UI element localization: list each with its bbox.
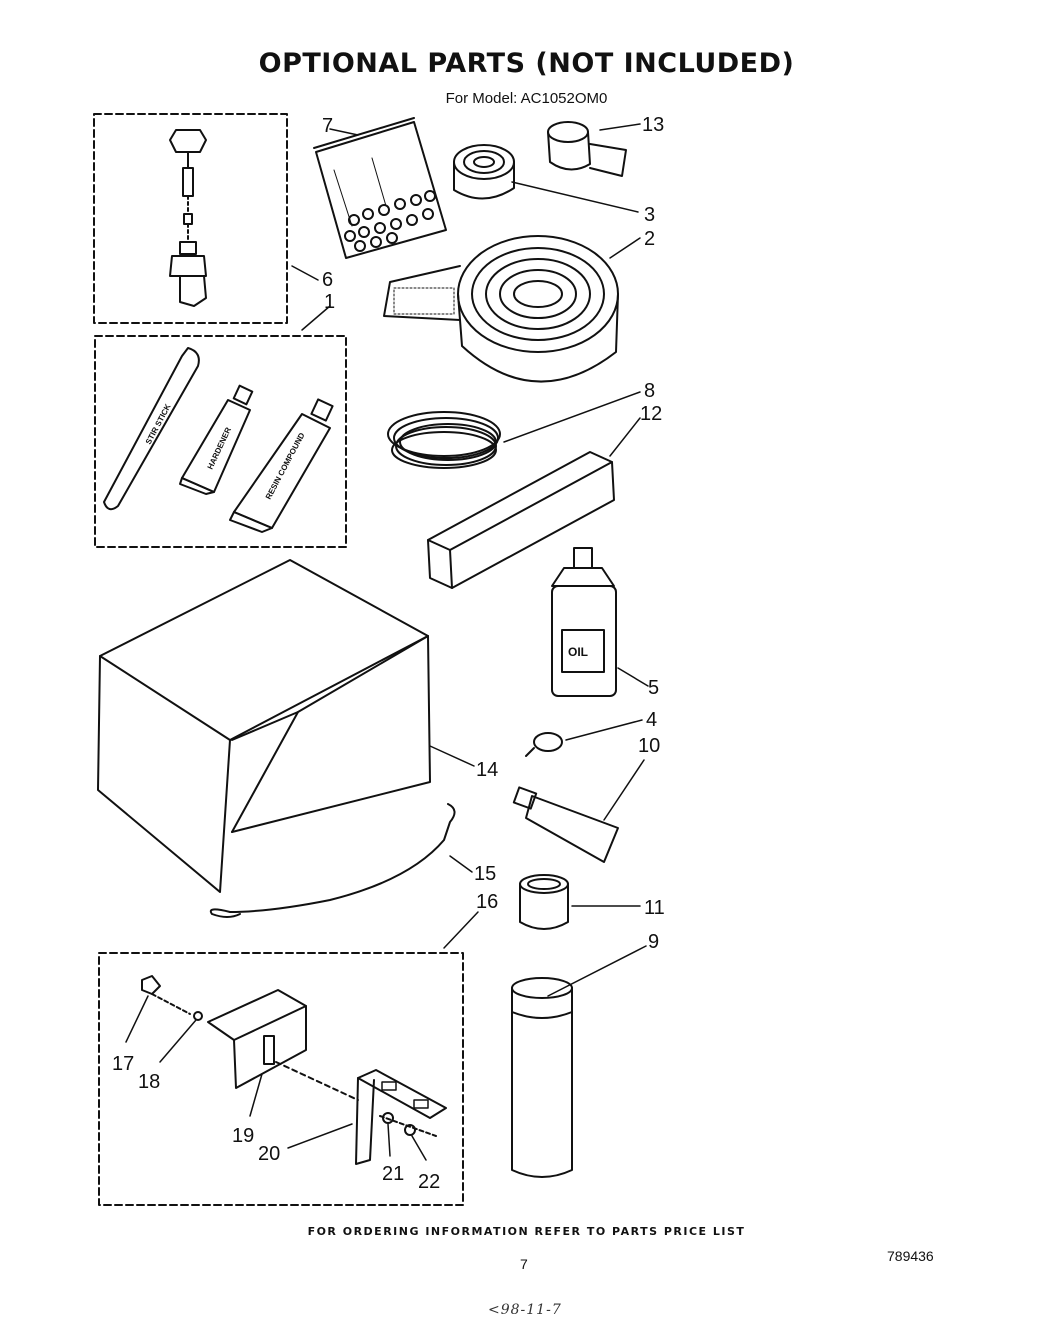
callout-17: 17 [112,1053,134,1075]
callout-13: 13 [642,114,664,136]
page-title: OPTIONAL PARTS (NOT INCLUDED) [258,48,795,79]
callout-19: 19 [232,1125,254,1147]
callout-4: 4 [646,709,657,731]
spray-can-icon [511,977,573,1178]
callout-20: 20 [258,1143,280,1165]
sealant-tube-icon [512,786,619,863]
tape-strip-icon [547,121,627,177]
ordering-note: FOR ORDERING INFORMATION REFER TO PARTS … [307,1225,746,1238]
large-foam-tape-icon [383,235,619,383]
callout-3: 3 [644,204,655,226]
unit-cover-icon [97,559,431,893]
callout-22: 22 [418,1171,440,1193]
handwritten-mark: <98-11-7 [488,1302,562,1318]
part-1-box [94,335,347,548]
callout-11: 11 [644,897,665,919]
callout-12: 12 [640,403,662,425]
callout-14: 14 [476,759,498,781]
callout-15: 15 [474,863,496,885]
oil-label: OIL [568,645,588,659]
leader-lines [125,123,649,1161]
model-line: For Model: AC1052OM0 [445,90,608,107]
small-tin-icon [519,874,569,930]
small-fitting-icon [525,732,563,757]
foam-block-icon [427,451,615,589]
parts-bag-icon [313,117,447,259]
callout-10: 10 [638,735,660,757]
callout-21: 21 [382,1163,404,1185]
callout-18: 18 [138,1071,160,1093]
callout-9: 9 [648,931,659,953]
resin-tube-icon [229,398,334,533]
oil-bottle-icon [551,547,617,697]
callout-7: 7 [322,115,333,137]
callout-2: 2 [644,228,655,250]
part-16-box [98,952,464,1206]
callout-5: 5 [648,677,659,699]
part-6-box [93,113,288,324]
page-number: 7 [520,1256,528,1272]
small-tape-roll-icon [453,144,515,200]
callout-6: 6 [322,269,333,291]
callout-1: 1 [324,291,335,313]
callout-numbers: 7 13 3 2 6 1 8 12 5 4 10 14 15 16 11 9 1… [112,114,665,1193]
stir-stick-label: STIR STICK [144,402,173,446]
callout-8: 8 [644,380,655,402]
valve-assembly-icon [169,129,207,307]
hardener-tube-icon [179,384,254,495]
document-number: 789436 [887,1248,934,1264]
callout-16: 16 [476,891,498,913]
tie-cord-icon [209,803,456,918]
cord-coil-icon [387,411,501,469]
mounting-hardware-icon [141,975,447,1165]
resin-label: RESIN COMPOUND [264,431,307,501]
stir-stick-icon [103,347,200,511]
